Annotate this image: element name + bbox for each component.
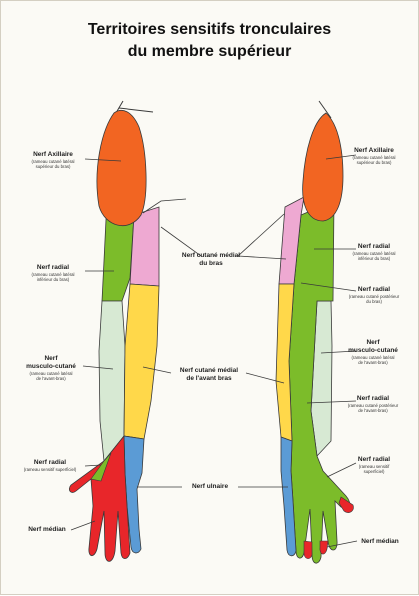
label-name: Nerf radial [341, 456, 407, 464]
label-right-radial-3: Nerf radial (rameau cutané postérieur de… [339, 395, 407, 414]
label-name: Nerf [339, 339, 407, 347]
label-left-radial-1: Nerf radial (rameau cutané latéral infér… [21, 264, 85, 283]
label-left-axillaire: Nerf Axillaire (rameau cutané latéral su… [21, 151, 85, 170]
label-name: musculo-cutané [339, 347, 407, 355]
left-arm [69, 101, 159, 561]
label-name: Nerf radial [341, 286, 407, 294]
label-right-axillaire: Nerf Axillaire (rameau cutané latéral su… [341, 147, 407, 166]
label-sub: inférieur du bras) [341, 256, 407, 261]
label-center-cutane-avant-bras: Nerf cutané médial de l'avant bras [171, 367, 247, 383]
label-sub: (rameau sensitif superficiel) [15, 467, 85, 472]
label-sub: superficiel) [341, 469, 407, 474]
label-left-median: Nerf médian [23, 526, 71, 534]
label-name: Nerf radial [341, 243, 407, 251]
label-sub: inférieur du bras) [21, 277, 85, 282]
left-axillary-zone [97, 110, 146, 225]
label-name: Nerf radial [15, 459, 85, 467]
label-sub: de l'avant-bras) [339, 360, 407, 365]
label-right-radial-2: Nerf radial (rameau cutané postérieur du… [341, 286, 407, 305]
label-name: Nerf Axillaire [21, 151, 85, 159]
left-median-zone [69, 436, 130, 561]
label-sub: du bras) [341, 299, 407, 304]
label-right-musculocutane: Nerf musculo-cutané (rameau cutané latér… [339, 339, 407, 366]
label-name: de l'avant bras [171, 375, 247, 383]
label-name: Nerf médian [355, 538, 405, 546]
label-name: Nerf radial [21, 264, 85, 272]
leader-center-arm-right2 [238, 256, 286, 259]
label-name: Nerf [19, 355, 83, 363]
label-name: musculo-cutané [19, 363, 83, 371]
label-left-musculocutane: Nerf musculo-cutané (rameau cutané latér… [19, 355, 83, 382]
label-name: Nerf cutané médial [177, 252, 245, 260]
label-name: Nerf médian [23, 526, 71, 534]
label-sub: supérieur du bras) [21, 164, 85, 169]
right-median-tip-2 [320, 541, 328, 554]
label-sub: de l'avant-bras) [339, 408, 407, 413]
label-left-radial-2: Nerf radial (rameau sensitif superficiel… [15, 459, 85, 472]
left-cutaneous-forearm-zone [124, 284, 159, 439]
label-right-radial-1: Nerf radial (rameau cutané latéral infér… [341, 243, 407, 262]
label-name: Nerf cutané médial [171, 367, 247, 375]
left-musculocutaneous-zone [99, 301, 125, 461]
label-center-cutane-bras: Nerf cutané médial du bras [177, 252, 245, 268]
label-name: du bras [177, 260, 245, 268]
right-axillary-zone [303, 113, 343, 221]
right-arm [276, 101, 353, 563]
label-name: Nerf ulnaire [183, 483, 237, 491]
label-name: Nerf radial [339, 395, 407, 403]
leader-center-arm-right [238, 214, 284, 256]
label-name: Nerf Axillaire [341, 147, 407, 155]
label-right-radial-4: Nerf radial (rameau sensitif superficiel… [341, 456, 407, 475]
label-sub: supérieur du bras) [341, 160, 407, 165]
label-center-ulnaire: Nerf ulnaire [183, 483, 237, 491]
right-median-tip-1 [304, 541, 312, 559]
label-right-median: Nerf médian [355, 538, 405, 546]
label-sub: de l'avant-bras) [19, 376, 83, 381]
